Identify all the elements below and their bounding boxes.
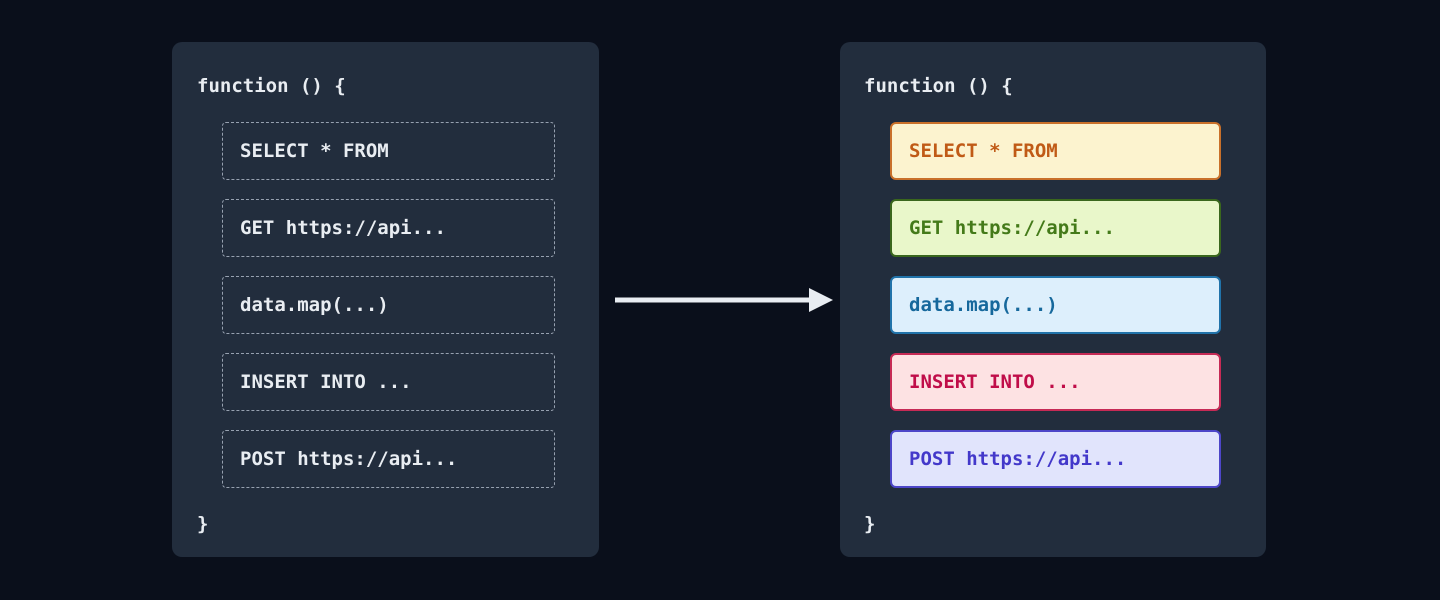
snippet-post-api: POST https://api... bbox=[222, 430, 555, 488]
snippet-insert-into: INSERT INTO ... bbox=[222, 353, 555, 411]
snippet-list: SELECT * FROM GET https://api... data.ma… bbox=[222, 122, 555, 488]
highlighted-snippet-data-map: data.map(...) bbox=[890, 276, 1221, 334]
function-open-line: function () { bbox=[197, 75, 346, 97]
right-arrow-icon bbox=[615, 288, 833, 312]
highlighted-snippet-post-api: POST https://api... bbox=[890, 430, 1221, 488]
snippet-get-api: GET https://api... bbox=[222, 199, 555, 257]
plain-code-panel: function () { SELECT * FROM GET https://… bbox=[172, 42, 599, 557]
highlighted-snippet-select-from: SELECT * FROM bbox=[890, 122, 1221, 180]
snippet-label: GET https://api... bbox=[909, 217, 1115, 239]
snippet-label: POST https://api... bbox=[909, 448, 1127, 470]
function-close-line: } bbox=[197, 513, 209, 535]
snippet-label: INSERT INTO ... bbox=[909, 371, 1081, 393]
highlighted-snippet-get-api: GET https://api... bbox=[890, 199, 1221, 257]
function-close-line: } bbox=[864, 513, 876, 535]
snippet-label: SELECT * FROM bbox=[909, 140, 1058, 162]
snippet-select-from: SELECT * FROM bbox=[222, 122, 555, 180]
snippet-label: data.map(...) bbox=[240, 294, 389, 316]
snippet-label: data.map(...) bbox=[909, 294, 1058, 316]
transform-arrow bbox=[610, 283, 835, 317]
snippet-data-map: data.map(...) bbox=[222, 276, 555, 334]
snippet-list: SELECT * FROM GET https://api... data.ma… bbox=[890, 122, 1221, 488]
highlighted-snippet-insert-into: INSERT INTO ... bbox=[890, 353, 1221, 411]
highlighted-code-panel: function () { SELECT * FROM GET https://… bbox=[840, 42, 1266, 557]
snippet-label: INSERT INTO ... bbox=[240, 371, 412, 393]
snippet-label: SELECT * FROM bbox=[240, 140, 389, 162]
snippet-label: POST https://api... bbox=[240, 448, 458, 470]
function-open-line: function () { bbox=[864, 75, 1013, 97]
snippet-label: GET https://api... bbox=[240, 217, 446, 239]
